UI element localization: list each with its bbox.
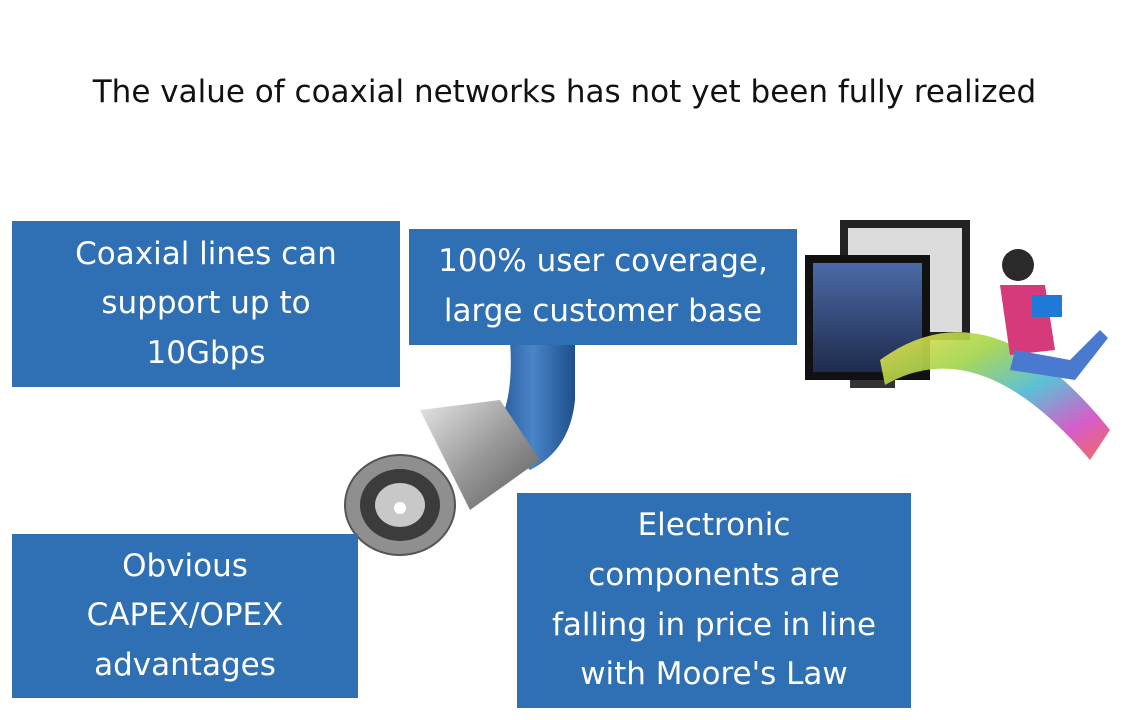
box-line: with Moore's Law [580, 656, 848, 693]
box-line: Obvious [122, 547, 248, 584]
tv-and-viewer-illustration [805, 220, 1110, 460]
box-line: CAPEX/OPEX [86, 597, 284, 634]
coax-bandwidth-box: Coaxial lines can support up to 10Gbps [12, 221, 400, 387]
capex-opex-box: Obvious CAPEX/OPEX advantages [12, 534, 358, 698]
slide-title: The value of coaxial networks has not ye… [92, 74, 1037, 110]
moores-law-box: Electronic components are falling in pri… [517, 493, 911, 708]
box-line: falling in price in line [551, 606, 877, 643]
box-line: 100% user coverage, [438, 243, 768, 280]
user-coverage-box: 100% user coverage, large customer base [409, 229, 797, 345]
box-line: support up to [101, 285, 311, 322]
box-line: advantages [94, 646, 276, 683]
box-line: large customer base [443, 293, 763, 329]
coaxial-connector-illustration [344, 340, 575, 556]
box-line: Electronic [637, 507, 791, 544]
box-line: components are [588, 556, 840, 593]
box-line: 10Gbps [146, 334, 266, 371]
box-line: Coaxial lines can [75, 235, 337, 272]
